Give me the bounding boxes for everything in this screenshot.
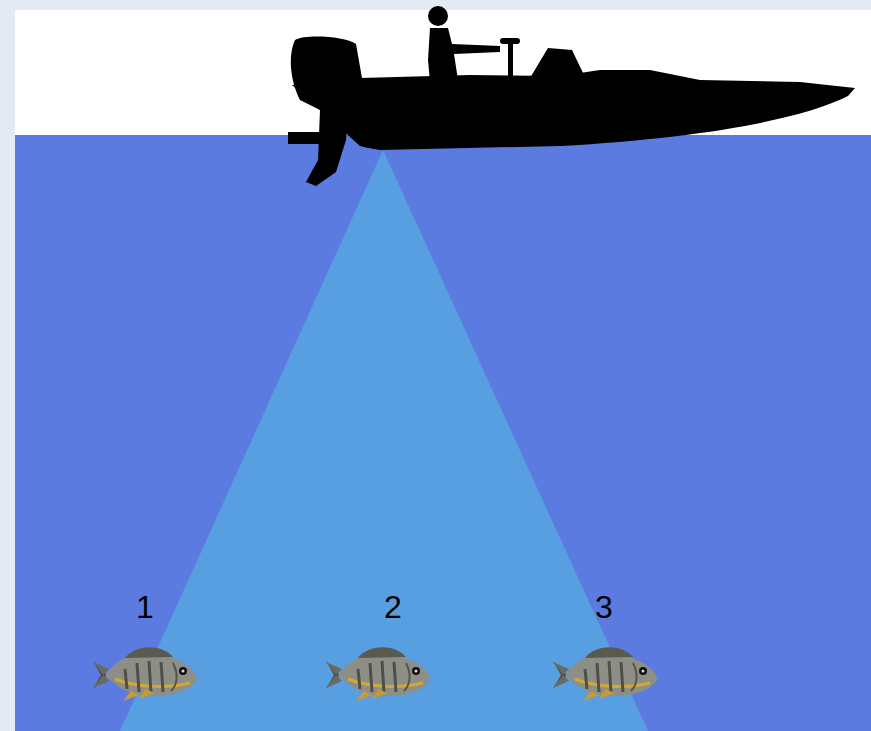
callout-number: 2 (384, 591, 402, 623)
callout-number: 1 (136, 591, 154, 623)
callout-number: 3 (595, 591, 613, 623)
